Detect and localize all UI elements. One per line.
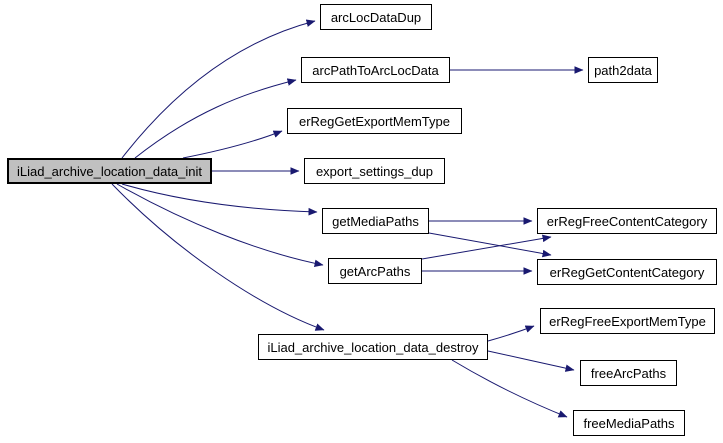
node-path2data[interactable]: path2data — [588, 57, 658, 83]
node-getMediaPaths[interactable]: getMediaPaths — [322, 208, 429, 234]
edge-destroy-to-freeMediaPaths — [451, 359, 568, 418]
node-arcPathToArcLocData[interactable]: arcPathToArcLocData — [301, 57, 450, 83]
node-erRegGetExportMemType[interactable]: erRegGetExportMemType — [287, 108, 462, 134]
edge-init-to-destroy — [111, 183, 325, 331]
edge-init-to-arcLocDataDup — [121, 19, 316, 159]
node-erRegGetContentCategory[interactable]: erRegGetContentCategory — [537, 259, 717, 285]
node-export_settings_dup[interactable]: export_settings_dup — [304, 158, 445, 184]
node-iLiad_archive_location_data_init: iLiad_archive_location_data_init — [7, 158, 212, 184]
edge-destroy-to-erRegFreeExportMemType — [487, 325, 535, 342]
edge-getArcPaths-to-erRegFreeContentCategory — [421, 234, 552, 260]
node-freeMediaPaths[interactable]: freeMediaPaths — [573, 410, 685, 436]
edge-init-to-erRegGetExportMemType — [182, 130, 283, 159]
edge-getMediaPaths-to-erRegGetContentCategory — [428, 232, 552, 258]
edge-init-to-arcPathToArcLocData — [134, 78, 297, 159]
node-freeArcPaths[interactable]: freeArcPaths — [580, 360, 677, 386]
node-getArcPaths[interactable]: getArcPaths — [328, 258, 422, 284]
edge-init-to-getMediaPaths — [121, 183, 318, 216]
node-erRegFreeContentCategory[interactable]: erRegFreeContentCategory — [537, 208, 717, 234]
node-erRegFreeExportMemType[interactable]: erRegFreeExportMemType — [540, 308, 715, 334]
edge-init-to-getArcPaths — [116, 183, 324, 268]
node-arcLocDataDup[interactable]: arcLocDataDup — [320, 4, 432, 30]
node-iLiad_archive_location_data_destroy[interactable]: iLiad_archive_location_data_destroy — [258, 334, 488, 360]
edge-destroy-to-freeArcPaths — [487, 350, 575, 372]
